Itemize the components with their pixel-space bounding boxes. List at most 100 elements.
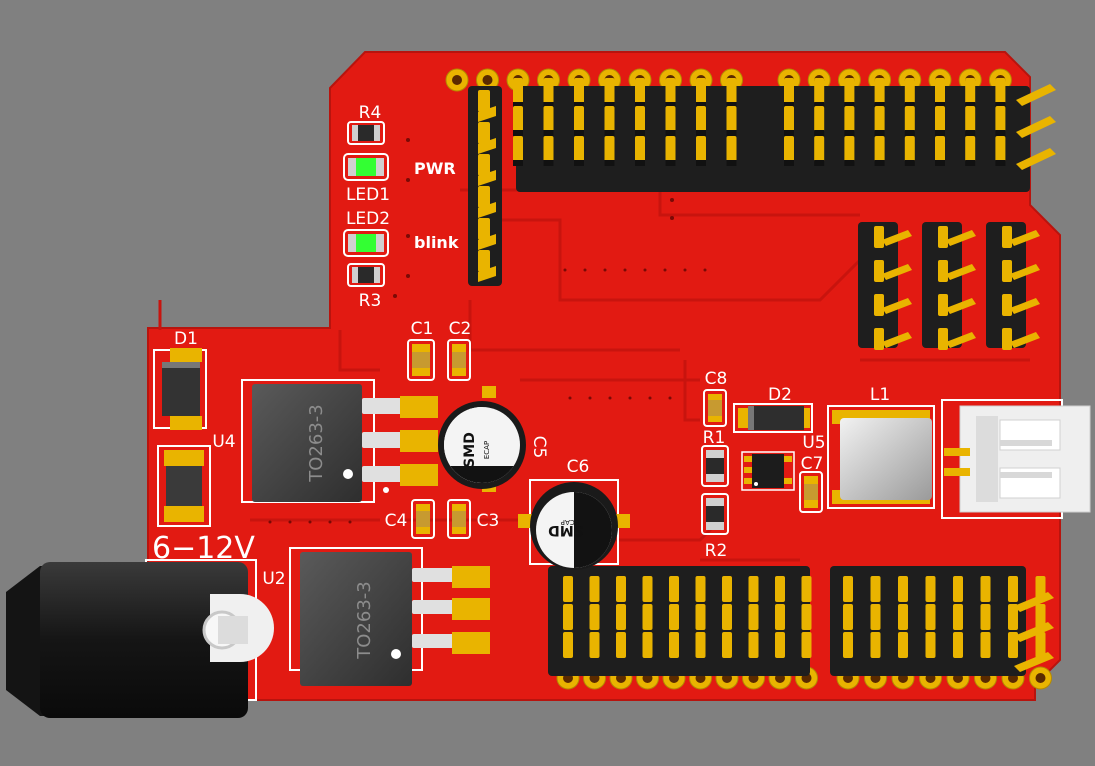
label-c1: C1 — [411, 319, 434, 339]
header-pin — [814, 106, 825, 132]
header-pin — [1008, 632, 1018, 658]
pin-shadow — [784, 102, 794, 108]
c6-smd-label: SMD — [548, 522, 584, 538]
label-r3: R3 — [359, 291, 382, 311]
pin-shadow — [784, 160, 794, 166]
header-pin — [874, 226, 884, 248]
pin-lead — [1016, 148, 1056, 170]
header-pin — [642, 576, 653, 602]
pin-shadow — [874, 102, 885, 108]
header-pin — [938, 260, 948, 282]
header-pin — [874, 106, 885, 132]
header-pin — [669, 576, 679, 602]
pin-shadow — [543, 160, 554, 166]
left-header-pins — [478, 90, 496, 282]
pin-shadow — [904, 130, 915, 136]
u2-package-label: TO263-3 — [354, 581, 375, 659]
u2-regulator: TO263-3 — [289, 547, 490, 686]
header-pin — [904, 106, 915, 132]
jst-connector[interactable] — [941, 399, 1091, 519]
header-pin — [635, 106, 645, 132]
header-pin — [898, 604, 908, 630]
r3-resistor — [347, 263, 385, 287]
header-pin — [478, 90, 490, 112]
pin-shadow — [513, 160, 523, 166]
header-pin — [1008, 604, 1018, 630]
header-pin — [980, 632, 991, 658]
pin-shadow — [874, 160, 885, 166]
led1-power — [343, 153, 389, 181]
top-header-connector[interactable] — [468, 78, 1056, 286]
header-pin — [563, 632, 573, 658]
header-pin — [665, 136, 676, 162]
c6-capacitor: SMD ECAP — [518, 479, 630, 570]
bottom-header-pins — [563, 576, 1054, 672]
l1-inductor — [827, 405, 935, 509]
pin-shadow — [635, 130, 645, 136]
dc-barrel-jack[interactable] — [6, 559, 274, 718]
label-r2: R2 — [705, 541, 728, 561]
header-pin — [904, 136, 915, 162]
header-pin — [616, 632, 626, 658]
led1-lens — [356, 158, 376, 176]
header-pin — [616, 576, 626, 602]
pin-shadow — [513, 102, 523, 108]
header-pin — [874, 328, 884, 350]
header-pin — [980, 604, 991, 630]
pin-lead — [1014, 652, 1054, 672]
header-pin — [801, 632, 812, 658]
label-l1: L1 — [870, 385, 890, 405]
header-pin — [844, 106, 855, 132]
pin-lead — [1010, 230, 1040, 246]
header-pin — [695, 632, 706, 658]
pin-lead — [946, 264, 976, 280]
header-pin — [513, 106, 523, 132]
pin-shadow — [995, 160, 1006, 166]
pin-lead — [1014, 592, 1054, 612]
bottom-header-connector[interactable] — [548, 566, 1054, 676]
header-pin — [1035, 604, 1046, 630]
pin-shadow — [844, 130, 855, 136]
header-pin — [748, 604, 759, 630]
label-u2: U2 — [262, 569, 285, 589]
pin-lead — [882, 264, 912, 280]
header-pin — [775, 604, 785, 630]
header-pin — [843, 632, 853, 658]
header-pin — [1002, 328, 1012, 350]
header-pin — [563, 576, 573, 602]
header-pin — [695, 576, 706, 602]
label-c6: C6 — [567, 457, 590, 477]
header-pin — [953, 632, 963, 658]
pin-lead — [1010, 332, 1040, 348]
pin-shadow — [574, 130, 584, 136]
pin-lead — [478, 266, 496, 282]
pin-shadow — [604, 102, 615, 108]
right-header-connector[interactable] — [858, 222, 1040, 350]
header-pin — [478, 154, 490, 176]
header-pin — [696, 78, 706, 104]
header-pin — [748, 576, 759, 602]
header-pin — [1002, 294, 1012, 316]
header-pin — [874, 78, 885, 104]
c7-capacitor — [799, 471, 823, 513]
pin-shadow — [814, 102, 825, 108]
pin-shadow — [965, 130, 976, 136]
label-led1: LED1 — [346, 185, 390, 205]
led2-lens — [356, 234, 376, 252]
label-c8: C8 — [705, 369, 728, 389]
header-pin — [1008, 576, 1018, 602]
header-pin — [965, 106, 976, 132]
pin-lead — [1010, 298, 1040, 314]
pin-shadow — [665, 102, 676, 108]
pin-shadow — [635, 102, 645, 108]
header-pin — [722, 604, 732, 630]
pin-shadow — [604, 130, 615, 136]
header-pin — [965, 78, 976, 104]
header-pin — [801, 576, 812, 602]
header-pin — [874, 260, 884, 282]
label-c3: C3 — [477, 511, 500, 531]
pin-shadow — [696, 160, 706, 166]
header-pin — [898, 632, 908, 658]
